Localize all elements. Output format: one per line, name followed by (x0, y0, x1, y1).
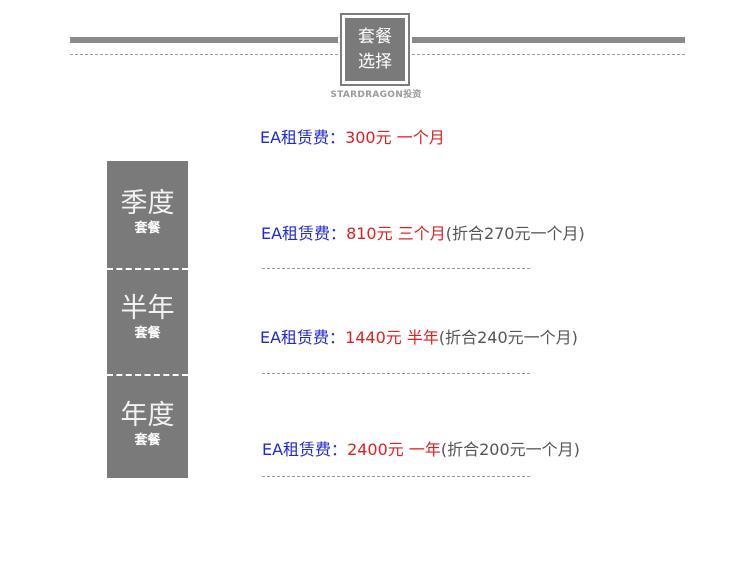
price-row-monthly: EA租赁费：300元 一个月 (260, 128, 445, 148)
price-amount: 1440元 半年 (345, 328, 439, 347)
plan-name: 年度 (120, 400, 175, 431)
price-amount: 2400元 一年 (347, 440, 441, 459)
plan-quarterly: 季度 套餐 (107, 189, 188, 237)
brand-caption: STARDRAGON投资 (330, 90, 422, 100)
plan-name: 半年 (120, 293, 175, 324)
section-title: 套餐 选择 (345, 18, 405, 81)
price-note: (折合240元一个月) (438, 328, 578, 347)
header-dash-left (70, 54, 338, 55)
price-label: EA租赁费： (260, 328, 346, 347)
header-bar-right (412, 37, 685, 43)
price-row-halfyear: EA租赁费：1440元 半年(折合240元一个月) (260, 328, 578, 348)
row-divider (262, 476, 530, 477)
plan-divider (107, 268, 188, 270)
plan-divider (107, 374, 188, 376)
header-bar-left (70, 37, 338, 43)
plan-name: 季度 (120, 188, 175, 219)
section-title-line1: 套餐 (358, 26, 392, 47)
header-dash-right (412, 54, 685, 55)
price-row-quarterly: EA租赁费：810元 三个月(折合270元一个月) (261, 224, 585, 244)
plan-halfyear: 半年 套餐 (107, 294, 188, 342)
price-amount: 300元 一个月 (345, 128, 445, 147)
plan-sub: 套餐 (134, 433, 161, 448)
price-row-yearly: EA租赁费：2400元 一年(折合200元一个月) (262, 440, 580, 460)
row-divider (262, 268, 530, 269)
section-title-badge: 套餐 选择 (340, 13, 410, 86)
price-note: (折合200元一个月) (440, 440, 580, 459)
price-note: (折合270元一个月) (445, 224, 585, 243)
plan-sub: 套餐 (134, 326, 161, 341)
plan-yearly: 年度 套餐 (107, 401, 188, 449)
price-label: EA租赁费： (262, 440, 348, 459)
price-amount: 810元 三个月 (346, 224, 446, 243)
plan-sub: 套餐 (134, 221, 161, 236)
price-label: EA租赁费： (260, 128, 346, 147)
row-divider (262, 373, 530, 374)
plan-column: 季度 套餐 半年 套餐 年度 套餐 (107, 161, 188, 478)
section-title-line2: 选择 (358, 51, 392, 72)
price-label: EA租赁费： (261, 224, 347, 243)
